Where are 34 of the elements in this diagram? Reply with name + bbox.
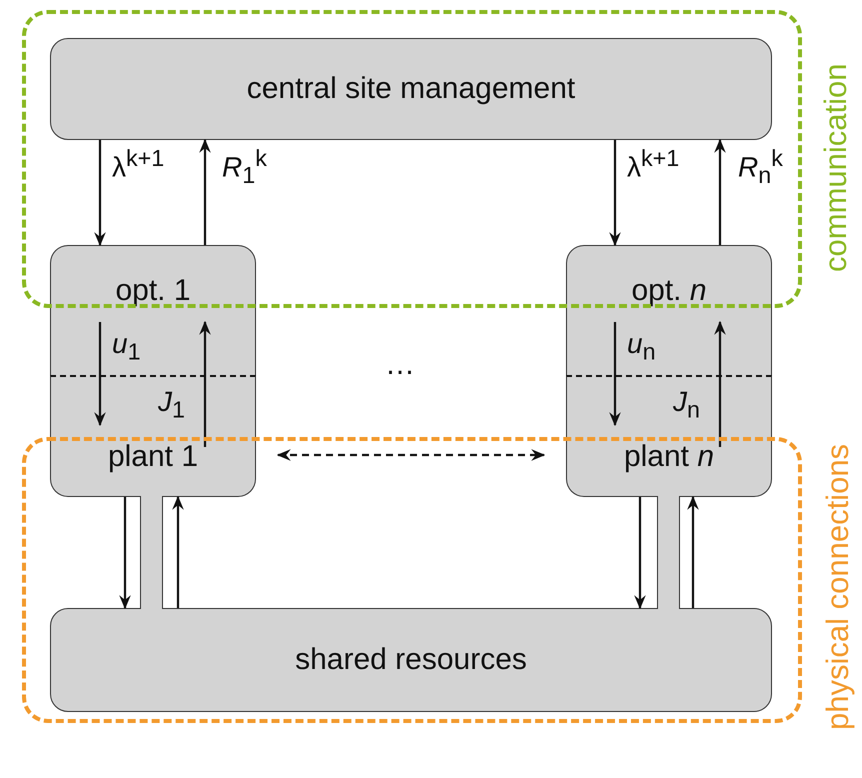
arrow bbox=[714, 138, 726, 245]
region-label: physical connections bbox=[822, 442, 853, 732]
process-box bbox=[566, 245, 772, 375]
region-label: communication bbox=[820, 62, 851, 274]
arrow bbox=[609, 140, 621, 246]
arrow bbox=[199, 320, 211, 447]
box-label: plant n bbox=[624, 440, 714, 474]
box-label: plant 1 bbox=[108, 440, 198, 474]
process-box bbox=[50, 608, 772, 712]
edge-label: u$_{n}$ bbox=[627, 330, 656, 364]
arrow bbox=[609, 322, 621, 426]
process-box bbox=[50, 375, 256, 497]
box-label: opt. 1 bbox=[115, 274, 191, 308]
arrow bbox=[634, 497, 646, 610]
arrow bbox=[714, 320, 726, 447]
arrow bbox=[687, 496, 699, 608]
arrow bbox=[199, 138, 211, 245]
process-box bbox=[50, 245, 256, 375]
process-box bbox=[50, 38, 772, 140]
box-label: opt. n bbox=[631, 274, 707, 308]
arrow bbox=[94, 322, 106, 426]
arrow bbox=[276, 449, 546, 461]
edge-label: λ$^{k+1}$ bbox=[627, 147, 680, 182]
box-label: shared resources bbox=[295, 643, 527, 677]
edge-label: J$_{n}$ bbox=[673, 388, 700, 422]
arrow bbox=[119, 497, 131, 610]
process-box bbox=[566, 375, 772, 497]
box-label: central site management bbox=[246, 72, 576, 106]
arrow bbox=[94, 140, 106, 246]
ellipsis-text: … bbox=[385, 350, 415, 380]
edge-label: u$_{1}$ bbox=[112, 330, 141, 364]
edge-label: J$_{1}$ bbox=[158, 388, 185, 422]
arrow bbox=[172, 496, 184, 608]
edge-label: λ$^{k+1}$ bbox=[112, 147, 164, 182]
